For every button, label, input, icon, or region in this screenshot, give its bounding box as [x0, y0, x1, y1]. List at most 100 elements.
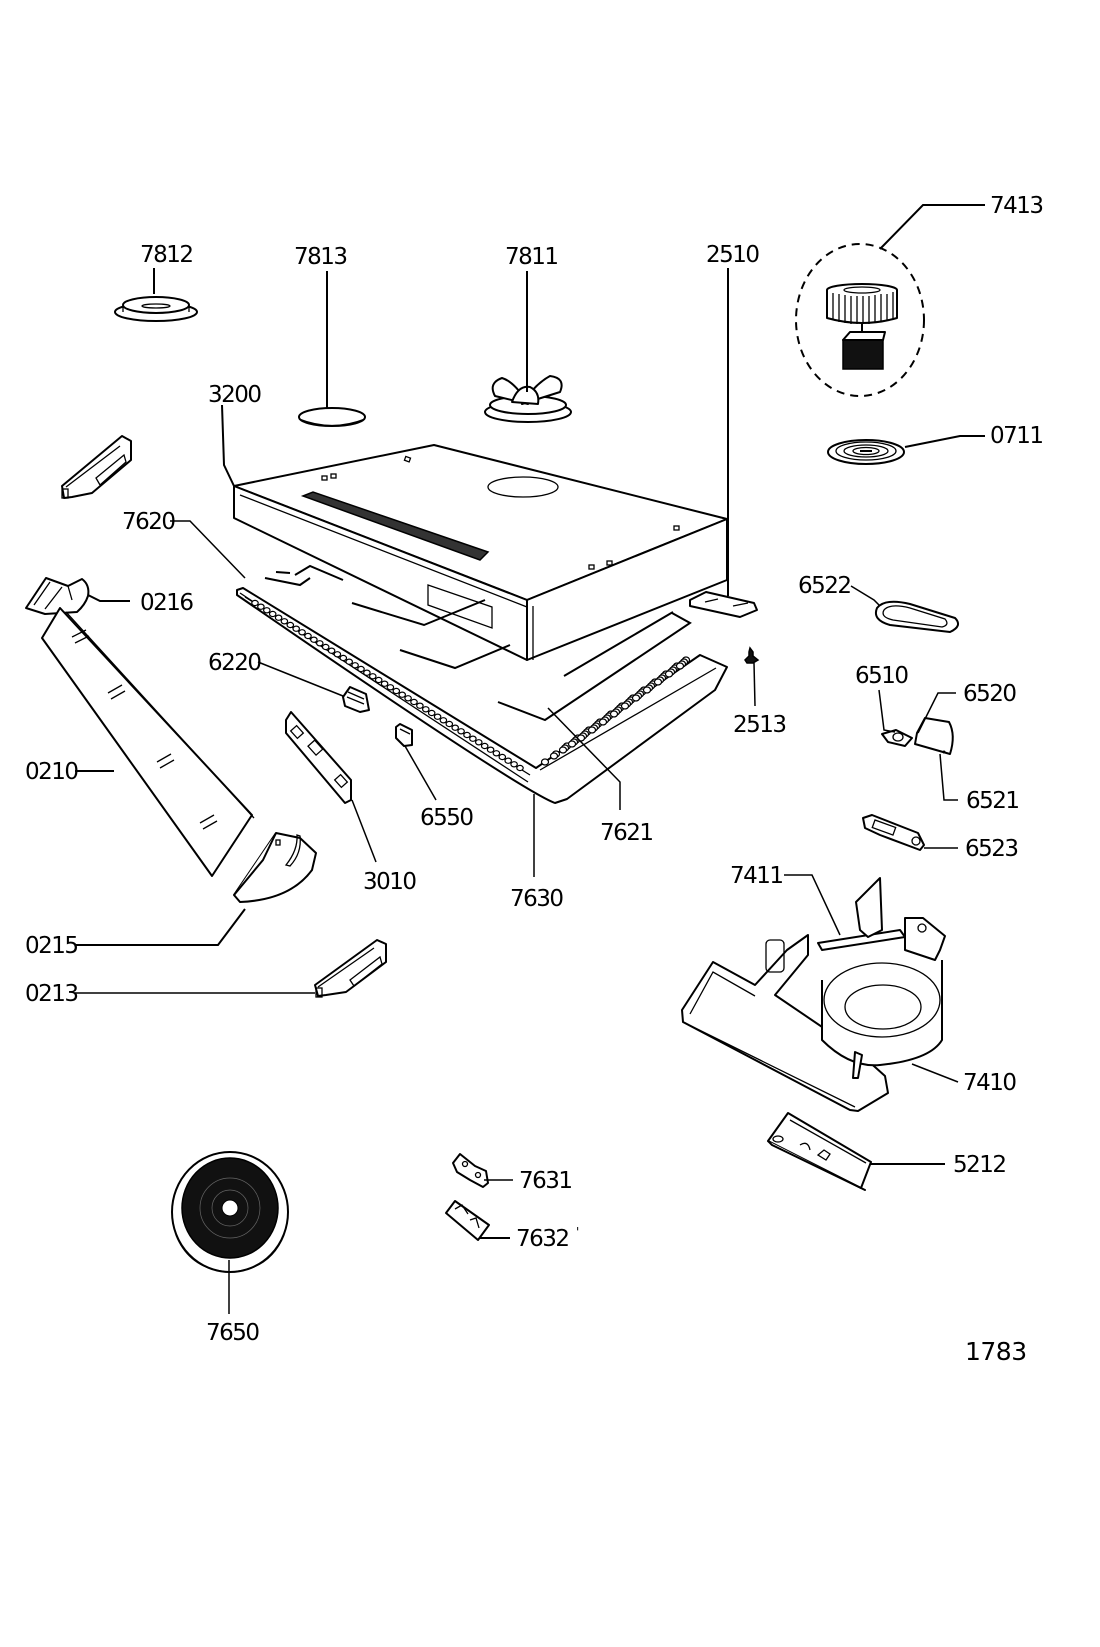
filter-hole [492, 750, 501, 757]
filter-hole [516, 764, 524, 772]
label-7410: 7410 [963, 1070, 1016, 1096]
filter-hole [457, 728, 465, 735]
label-6522: 6522 [798, 573, 851, 599]
part-6520-lamp-holder [881, 717, 954, 755]
filter-hole [257, 603, 265, 610]
leader-6510 [878, 689, 896, 733]
leader-0711 [904, 435, 985, 448]
drawing-number: 1783 [965, 1337, 1027, 1366]
part-2513-screw [744, 646, 760, 664]
label-7630: 7630 [510, 886, 563, 912]
part-7620-filter-frame [264, 571, 311, 587]
filter-hole [286, 621, 295, 629]
label-2510: 2510 [706, 242, 759, 268]
filter-hole [280, 618, 289, 625]
filter-hole [392, 687, 401, 695]
label-0711: 0711 [990, 423, 1043, 449]
label-7632: 7632 [516, 1226, 569, 1252]
part-2510-rail [689, 591, 758, 618]
part-7813-disc [298, 407, 366, 427]
filter-hole [386, 684, 395, 691]
filter-hole [642, 686, 652, 694]
filter-hole [321, 643, 330, 651]
leader-7413 [879, 204, 985, 250]
label-6220: 6220 [208, 650, 261, 676]
filter-hole [469, 735, 477, 742]
filter-hole [439, 717, 448, 724]
label-7813: 7813 [294, 244, 347, 270]
filter-hole [398, 691, 407, 698]
filter-hole [368, 673, 377, 680]
leader-6521 [939, 753, 958, 801]
label-6523: 6523 [965, 836, 1018, 862]
part-0711-grease-disc [827, 439, 905, 465]
part-5212-cable-clamp [767, 1112, 872, 1191]
filter-hole [333, 651, 342, 658]
leader-6550 [404, 745, 437, 801]
filter-hole [274, 614, 283, 621]
part-6523-lamp-connector [862, 814, 925, 851]
part-7650-charcoal-filter [171, 1151, 289, 1273]
leader-6220 [257, 661, 344, 697]
filter-hole [653, 678, 663, 686]
leader-7621 [547, 707, 621, 810]
part-0210-glass-visor [41, 607, 255, 877]
part-7630-grease-filter [236, 587, 728, 804]
part-6522-lamp-cover [874, 600, 960, 633]
leader-3010 [351, 799, 377, 863]
filter-hole [298, 629, 306, 636]
part-0213-bracket [314, 939, 387, 998]
part-7631-clip [452, 1153, 489, 1188]
leader-0215 [75, 908, 246, 946]
part-7621-filter-sheet [294, 564, 692, 722]
filter-hole [339, 654, 348, 662]
label-3010: 3010 [363, 869, 416, 895]
filter-hole [251, 599, 259, 607]
label-7413: 7413 [990, 193, 1043, 219]
filter-hole [292, 625, 301, 632]
filter-hole [540, 758, 550, 766]
filter-hole [374, 676, 383, 684]
label-6510: 6510 [855, 663, 908, 689]
label-5212: 5212 [953, 1152, 1006, 1178]
part-6550-small-switch [395, 723, 413, 747]
filter-hole [510, 761, 518, 768]
filter-hole [675, 662, 685, 670]
part-7812-filter-cap [114, 296, 198, 322]
stray-mark: ' [576, 1225, 579, 1239]
part-7410-fan-housing [681, 877, 946, 1112]
leader-6522 [850, 585, 881, 607]
label-6521: 6521 [966, 788, 1019, 814]
filter-hole [451, 724, 460, 731]
label-7621: 7621 [600, 820, 653, 846]
filter-hole [587, 726, 597, 734]
filter-hole [357, 665, 365, 673]
filter-hole [304, 632, 312, 640]
label-3200: 3200 [208, 382, 261, 408]
label-2513: 2513 [733, 712, 786, 738]
part-7413-motor-assembly [795, 243, 925, 397]
filter-hole [474, 739, 483, 746]
label-6520: 6520 [963, 681, 1016, 707]
label-7812: 7812 [140, 242, 193, 268]
filter-hole [433, 713, 442, 720]
leader-7410 [911, 1063, 959, 1083]
filter-hole [315, 640, 324, 647]
label-7620: 7620 [122, 509, 175, 535]
part-7811-vent [484, 375, 572, 423]
leader-0216 [87, 594, 130, 602]
label-7631: 7631 [519, 1168, 572, 1194]
leader-6520 [917, 692, 956, 734]
label-7411: 7411 [730, 863, 783, 889]
label-0213: 0213 [25, 981, 78, 1007]
leader-7620 [170, 520, 246, 579]
filter-hole [310, 636, 318, 643]
filter-hole [631, 694, 641, 702]
filter-hole [268, 610, 277, 618]
filter-hole [598, 718, 608, 726]
filter-hole [363, 669, 371, 676]
filter-hole [504, 757, 513, 764]
part-0216-end-cap [25, 577, 90, 615]
leader-2513 [753, 662, 756, 707]
